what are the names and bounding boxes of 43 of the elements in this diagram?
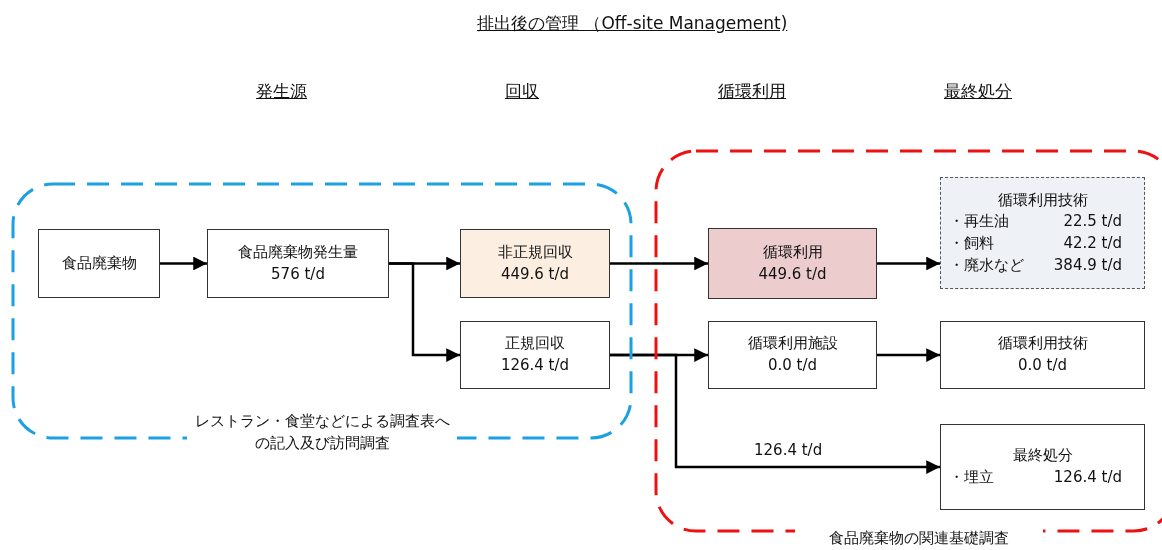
box-title: 正規回収 <box>505 333 565 355</box>
box-title: 循環利用施設 <box>747 333 838 355</box>
item-name: ・廃水など <box>949 254 1024 276</box>
process-box <box>940 424 1145 510</box>
process-box <box>708 228 877 299</box>
box-value: 449.6 t/d <box>500 263 570 285</box>
column-heading: 最終処分 <box>944 80 1012 103</box>
item-name: ・飼料 <box>949 233 994 254</box>
arrow <box>877 348 940 362</box>
arrow <box>160 256 207 271</box>
item-value: 22.5 t/d <box>1063 211 1122 233</box>
box-value: 0.0 t/d <box>1017 355 1068 376</box>
process-box <box>207 229 389 298</box>
process-box <box>940 321 1145 389</box>
box-title: 循環利用 <box>762 241 823 263</box>
arrow <box>610 353 940 474</box>
arrow <box>610 256 708 271</box>
item-name: ・再生油 <box>949 211 1009 233</box>
box-title: 循環利用技術 <box>997 333 1088 355</box>
item-value: 42.2 t/d <box>1063 233 1122 254</box>
box-value: 0.0 t/d <box>767 355 818 376</box>
process-box <box>940 177 1145 289</box>
process-box <box>460 321 610 389</box>
column-heading: 回収 <box>505 80 539 103</box>
process-box <box>460 229 610 298</box>
process-box <box>708 321 877 389</box>
column-heading: 発生源 <box>256 80 307 103</box>
box-title: 食品廃棄物発生量 <box>238 241 358 263</box>
box-title: 非正規回収 <box>497 241 573 263</box>
column-heading: 循環利用 <box>718 80 786 103</box>
process-box <box>38 229 160 298</box>
arrow <box>389 262 460 362</box>
item-value: 384.9 t/d <box>1053 254 1122 276</box>
box-value: 449.6 t/d <box>758 263 827 285</box>
box-value: 126.4 t/d <box>500 355 570 376</box>
diagram-title: 排出後の管理 （Off-site Management) <box>477 12 788 35</box>
box-title: 食品廃棄物 <box>61 252 137 274</box>
arrow <box>877 256 940 271</box>
box-title: 最終処分 <box>1012 445 1073 467</box>
box-title: 循環利用技術 <box>997 189 1088 211</box>
item-name: ・埋立 <box>949 467 994 488</box>
box-value: 576 t/d <box>271 263 325 285</box>
item-value: 126.4 t/d <box>1053 467 1122 488</box>
